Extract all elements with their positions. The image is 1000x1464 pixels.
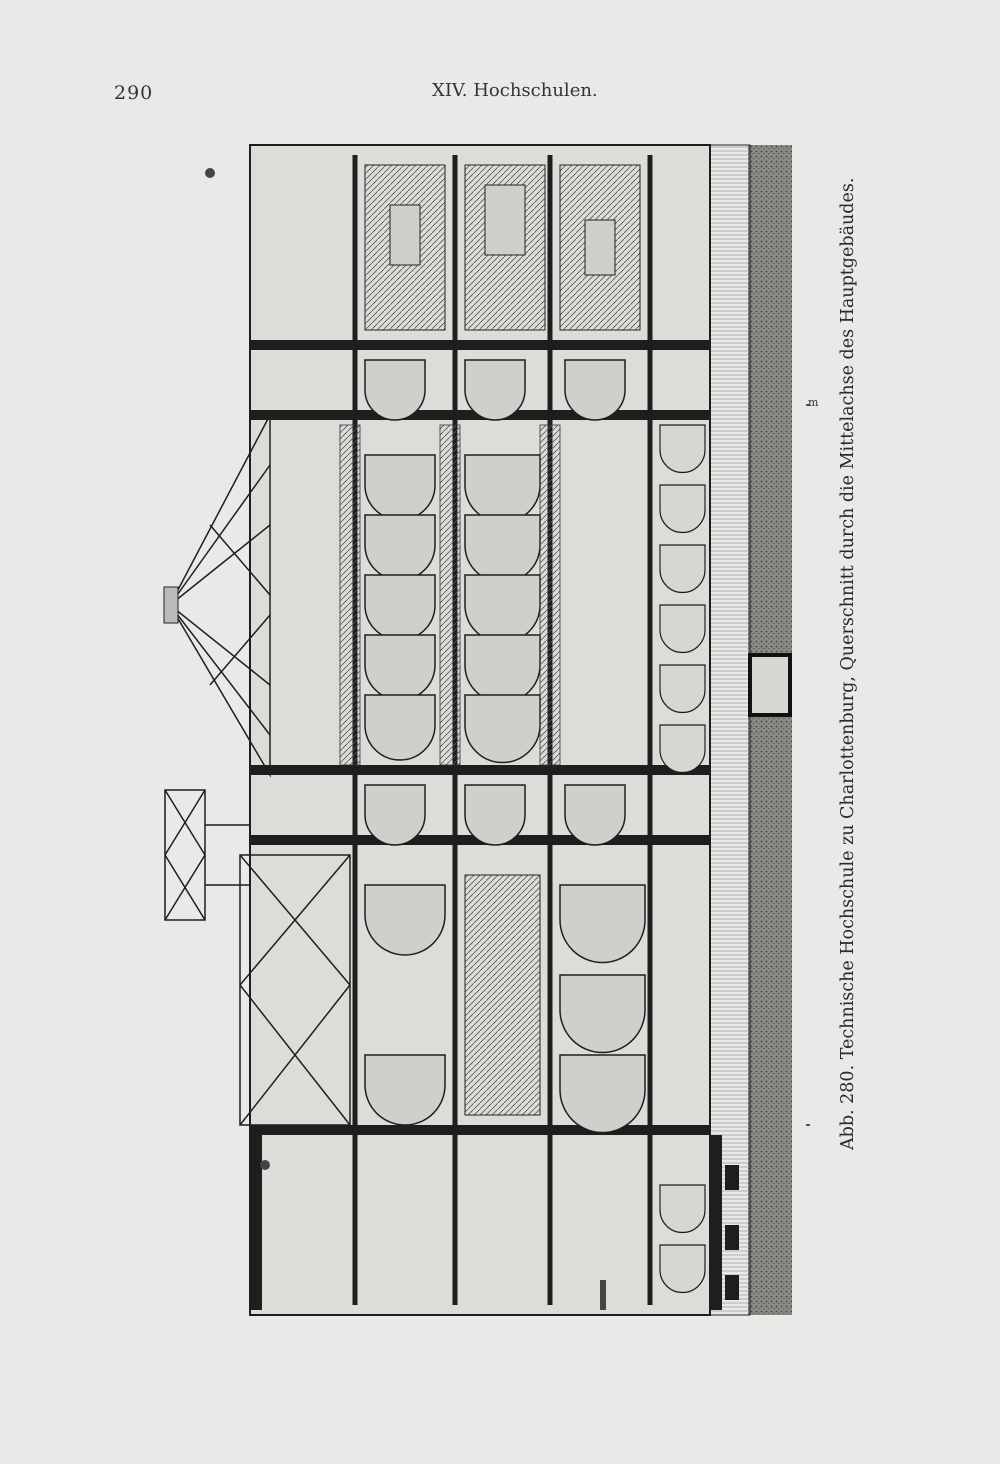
tower-scaffold — [164, 789, 250, 921]
end-wing-piers — [250, 1135, 739, 1310]
central-roof-truss — [169, 414, 271, 778]
lower-wing-roof — [239, 854, 351, 1126]
lower-wing-arches — [364, 884, 646, 1134]
architectural-section-drawing — [163, 144, 810, 1316]
hall-ornament-bands — [339, 424, 561, 766]
running-head: XIV. Hochschulen. — [432, 80, 598, 101]
central-hall-arcades — [364, 454, 541, 764]
stair-tower-windows — [364, 359, 626, 846]
basement-vaults — [659, 424, 706, 1294]
scale-bar — [806, 404, 810, 1126]
scale-unit-label: m — [808, 396, 819, 409]
upper-wing-windows — [389, 184, 616, 276]
ground-soil — [748, 145, 792, 1315]
roof-lantern — [163, 586, 179, 624]
lower-wing-panels — [464, 874, 541, 1116]
page-number: 290 — [114, 82, 154, 104]
boiler-pit — [748, 653, 792, 717]
figure-caption: Abb. 280. Technische Hochschule zu Charl… — [838, 177, 858, 1150]
foundation-base — [709, 144, 751, 1316]
statue-figures — [205, 168, 606, 1310]
